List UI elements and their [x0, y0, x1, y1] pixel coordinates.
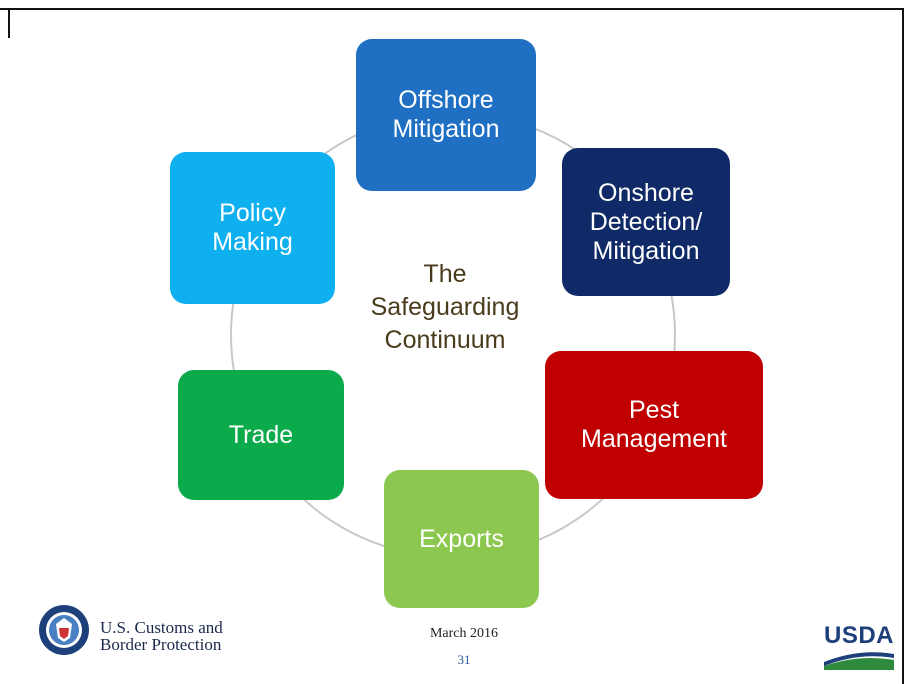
cbp-agency-name: U.S. Customs and Border Protection — [100, 618, 223, 654]
usda-logo-text: USDA — [823, 622, 894, 649]
usda-swoosh-icon — [824, 652, 894, 670]
slide-frame-right — [902, 8, 904, 684]
diagram-center-title: The Safeguarding Continuum — [370, 260, 520, 354]
usda-logo: USDA — [822, 622, 896, 672]
slide-frame-left — [8, 8, 10, 38]
slide-frame-top — [0, 8, 904, 10]
node-trade: Trade — [178, 370, 344, 500]
page-number: 31 — [457, 652, 471, 667]
slide-date: March 2016 — [429, 626, 499, 641]
node-exports: Exports — [384, 470, 539, 608]
dhs-seal-logo — [39, 605, 89, 655]
